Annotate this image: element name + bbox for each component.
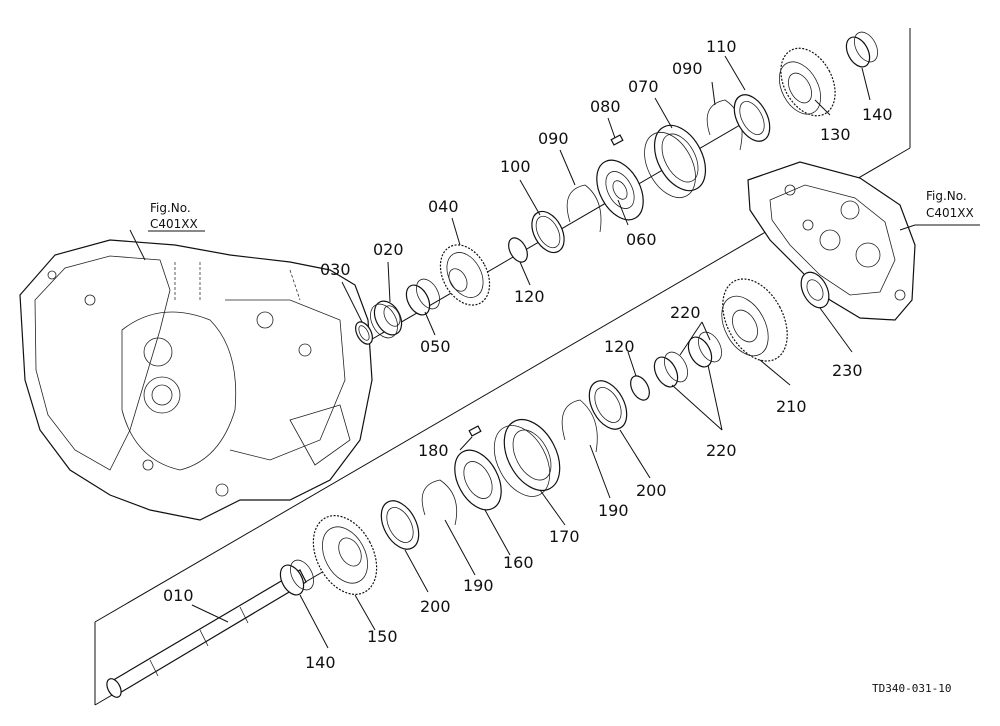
label-070: 070 bbox=[628, 77, 659, 96]
label-090-upper-right: 090 bbox=[672, 59, 703, 78]
label-210: 210 bbox=[776, 397, 807, 416]
label-150: 150 bbox=[367, 627, 398, 646]
cover-plate bbox=[747, 161, 916, 321]
label-090-upper-left: 090 bbox=[538, 129, 569, 148]
leader-lines bbox=[129, 55, 916, 649]
fig-ref-right-code: C401XX bbox=[926, 206, 974, 220]
label-190-lower: 190 bbox=[463, 576, 494, 595]
label-220-upper: 220 bbox=[670, 303, 701, 322]
label-160: 160 bbox=[503, 553, 534, 572]
part-labels: 010 020 030 040 050 060 070 080 090 090 … bbox=[163, 37, 893, 672]
lower-shaft-parts bbox=[106, 271, 830, 698]
label-200-lower: 200 bbox=[420, 597, 451, 616]
label-060: 060 bbox=[626, 230, 657, 249]
fig-ref-left: Fig.No. C401XX bbox=[148, 201, 205, 232]
fig-ref-right-title: Fig.No. bbox=[926, 189, 967, 203]
label-080: 080 bbox=[590, 97, 621, 116]
label-140-lower: 140 bbox=[305, 653, 336, 672]
fig-ref-left-code: C401XX bbox=[150, 217, 198, 231]
label-170: 170 bbox=[549, 527, 580, 546]
upper-shaft-parts bbox=[355, 31, 878, 345]
label-140-upper: 140 bbox=[862, 105, 893, 124]
label-040: 040 bbox=[428, 197, 459, 216]
label-180: 180 bbox=[418, 441, 449, 460]
label-130: 130 bbox=[820, 125, 851, 144]
label-050: 050 bbox=[420, 337, 451, 356]
label-230: 230 bbox=[832, 361, 863, 380]
label-190-upper: 190 bbox=[598, 501, 629, 520]
label-220-lower: 220 bbox=[706, 441, 737, 460]
fig-ref-left-title: Fig.No. bbox=[150, 201, 191, 215]
figure-code: TD340-031-10 bbox=[872, 682, 951, 695]
label-100: 100 bbox=[500, 157, 531, 176]
label-020: 020 bbox=[373, 240, 404, 259]
label-010: 010 bbox=[163, 586, 194, 605]
fig-ref-right: Fig.No. C401XX bbox=[915, 189, 980, 226]
label-110: 110 bbox=[706, 37, 737, 56]
label-120-lower: 120 bbox=[604, 337, 635, 356]
label-200-upper: 200 bbox=[636, 481, 667, 500]
label-030: 030 bbox=[320, 260, 351, 279]
transmission-housing bbox=[19, 239, 373, 521]
label-120-upper: 120 bbox=[514, 287, 545, 306]
